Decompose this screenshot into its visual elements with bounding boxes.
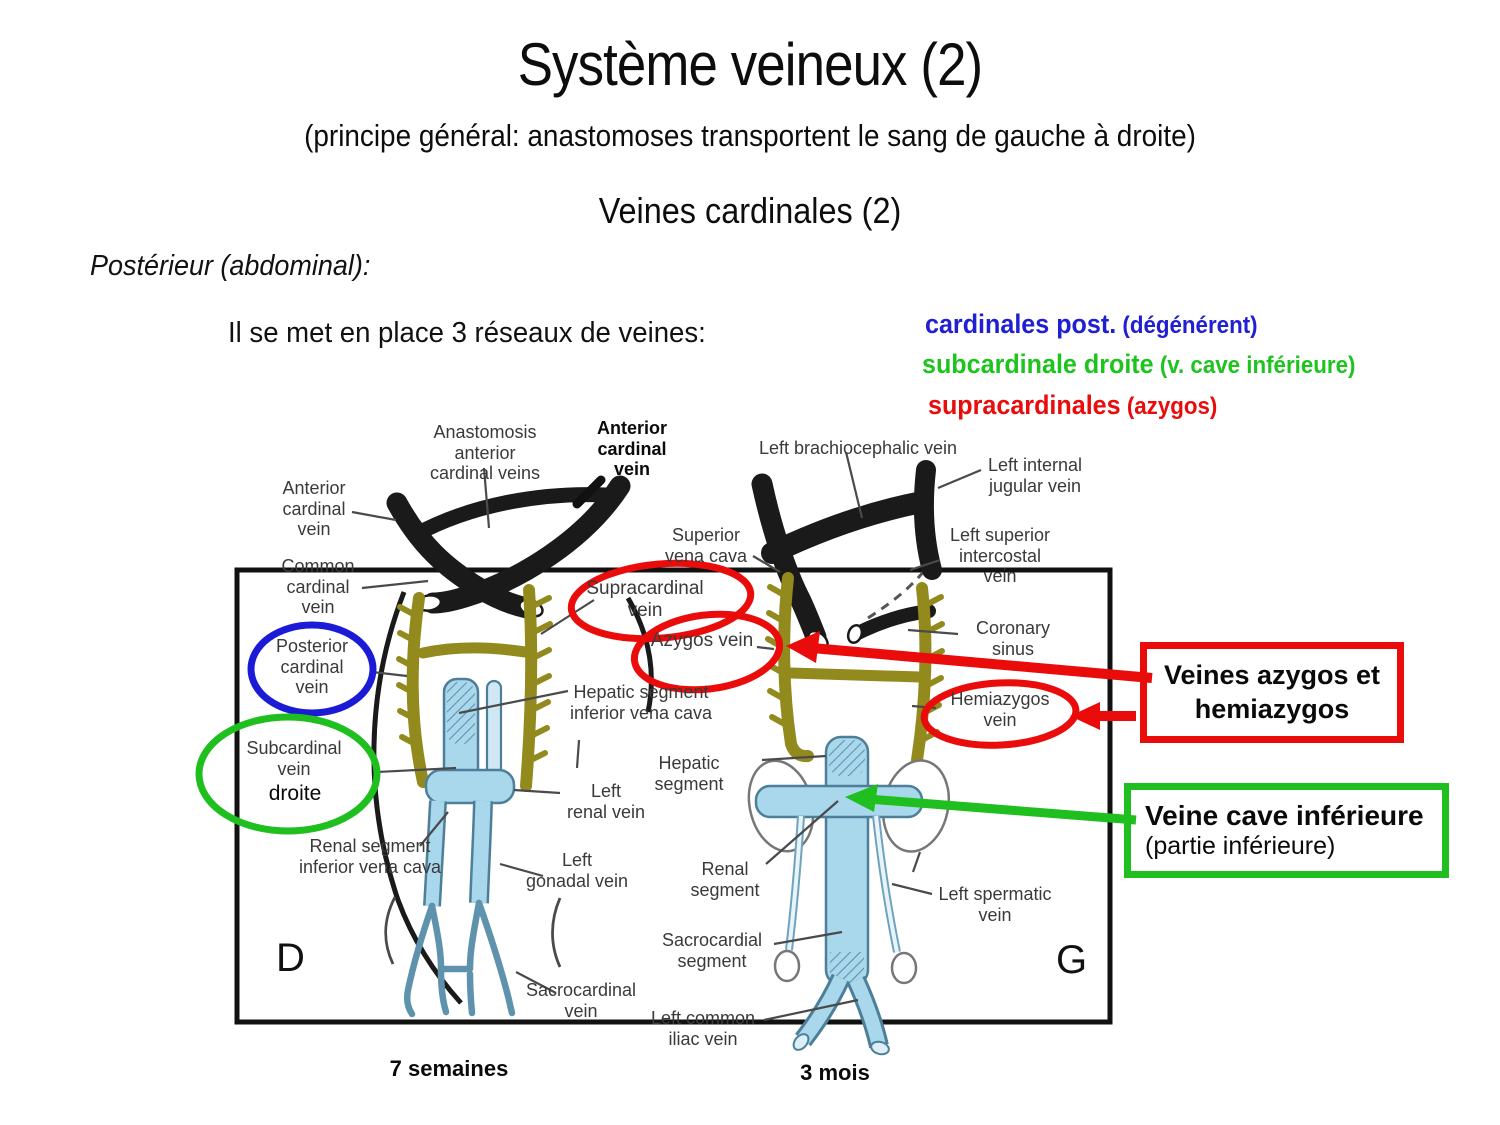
- label-sacrocardial-segment: Sacrocardial segment: [661, 930, 763, 971]
- supracardinal-ellipse: [567, 559, 755, 643]
- legend-cardinales-post: cardinales post. (dégénérent): [925, 309, 1258, 340]
- intro-text: Il se met en place 3 réseaux de veines:: [228, 317, 706, 349]
- label-left-common-iliac: Left common iliac vein: [650, 1008, 756, 1049]
- subcardinal-ellipse: [195, 713, 381, 835]
- label-superior-vena-cava: Superior vena cava: [664, 525, 748, 566]
- label-left-gonadal: Left gonadal vein: [525, 850, 629, 891]
- label-posterior-cardinal: Posterior cardinal vein: [275, 636, 349, 698]
- ivc-callout-arrow: [845, 784, 1137, 825]
- legend-cardinales-note: (dégénérent): [1116, 312, 1258, 339]
- label-sacrocardinal: Sacrocardinal vein: [525, 980, 637, 1021]
- label-subcardinal: Subcardinal vein: [246, 738, 342, 779]
- label-hepatic-segment-ivc: Hepatic segment inferior vena cava: [569, 682, 713, 723]
- label-subcardinal-droite: droite: [268, 782, 322, 805]
- ivc-callout-title: Veine cave inférieure: [1145, 800, 1424, 832]
- label-left-spermatic: Left spermatic vein: [938, 884, 1052, 925]
- azygos-ellipse: [630, 610, 784, 694]
- label-renal-segment: Renal segment: [690, 859, 760, 900]
- ivc-callout-box: Veine cave inférieure (partie inférieure…: [1124, 783, 1449, 878]
- hemiazygos-ellipse: [920, 679, 1080, 749]
- label-anterior-cardinal-left: Anterior cardinal vein: [282, 478, 346, 540]
- ivc-callout-subtitle: (partie inférieure): [1145, 832, 1336, 861]
- side-marker-d: D: [276, 936, 305, 980]
- label-left-superior-intercostal: Left superior intercostal vein: [949, 525, 1051, 587]
- right-figure-vessels: [747, 460, 950, 1056]
- azygos-callout-arrow: [786, 631, 1153, 683]
- page-title: Système veineux (2): [517, 31, 983, 98]
- label-common-cardinal: Common cardinal vein: [281, 556, 355, 618]
- label-renal-segment-ivc: Renal segment inferior vena cava: [298, 836, 442, 877]
- legend-supracardinales-note: (azygos): [1120, 393, 1218, 420]
- section-heading: Veines cardinales (2): [598, 190, 902, 231]
- page-subtitle: (principe général: anastomoses transport…: [304, 118, 1196, 153]
- label-pointer-lines: [351, 451, 982, 1022]
- legend-supracardinales-label: supracardinales: [928, 390, 1121, 420]
- azygos-callout-box: Veines azygos et hemiazygos: [1140, 642, 1404, 743]
- label-left-brachiocephalic: Left brachiocephalic vein: [758, 438, 958, 458]
- anterior-cardinal-callout-arrow: [572, 475, 606, 509]
- hemiazygos-callout-arrow: [1070, 702, 1136, 730]
- label-coronary-sinus: Coronary sinus: [975, 618, 1051, 659]
- label-hepatic-segment: Hepatic segment: [654, 753, 724, 794]
- posterior-cardinal-ellipse: [247, 621, 377, 717]
- region-heading: Postérieur (abdominal):: [90, 250, 371, 282]
- label-left-internal-jugular: Left internal jugular vein: [987, 455, 1083, 496]
- label-anterior-cardinal-callout: Anterior cardinal vein: [596, 418, 668, 480]
- label-supracardinal: Supracardinal vein: [586, 578, 704, 621]
- caption-7-semaines: 7 semaines: [389, 1056, 509, 1081]
- legend-subcardinale-label: subcardinale droite: [922, 349, 1154, 379]
- label-left-renal: Left renal vein: [566, 781, 646, 822]
- legend-cardinales-label: cardinales post.: [925, 309, 1117, 339]
- side-marker-g: G: [1056, 938, 1088, 982]
- legend-subcardinale: subcardinale droite (v. cave inférieure): [922, 349, 1355, 380]
- left-figure-vessels: [371, 475, 654, 1018]
- figure-frame: [234, 567, 1113, 1025]
- label-hemiazygos: Hemiazygos vein: [950, 689, 1050, 730]
- caption-3-mois: 3 mois: [800, 1060, 870, 1085]
- label-anastomosis: Anastomosis anterior cardinal veins: [429, 422, 541, 484]
- legend-subcardinale-note: (v. cave inférieure): [1153, 352, 1356, 379]
- legend-supracardinales: supracardinales (azygos): [928, 390, 1217, 421]
- label-azygos: Azygos vein: [650, 630, 754, 651]
